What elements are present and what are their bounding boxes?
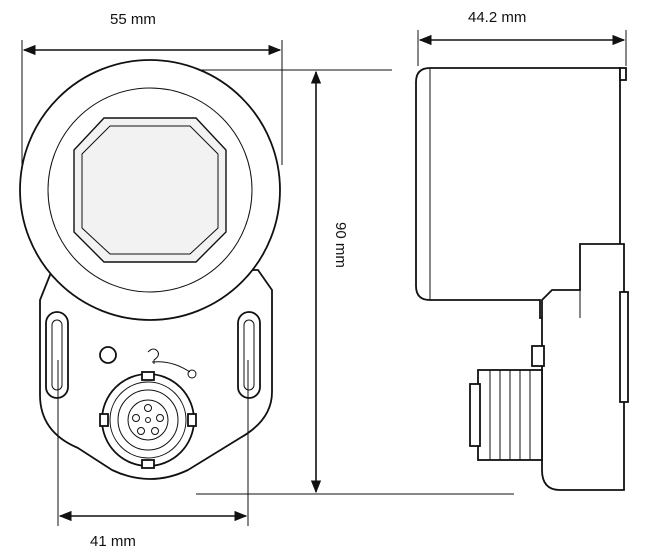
dim-height: 90 mm — [196, 69, 514, 495]
front-width-label: 55 mm — [110, 11, 156, 28]
connector-outer — [101, 373, 195, 467]
left-slot — [45, 311, 69, 399]
front-view — [19, 59, 281, 480]
side-lower-body — [541, 243, 625, 491]
dim-front-width: 55 mm — [21, 11, 283, 165]
adjust-arc-icon — [151, 361, 191, 373]
led-indicator — [99, 346, 117, 364]
front-ring-inner — [47, 87, 253, 293]
side-connector-ribs — [489, 370, 531, 460]
right-slot — [237, 311, 261, 399]
dim-side-depth: 44.2 mm — [417, 9, 627, 66]
dim-bottom-width: 41 mm — [57, 360, 249, 550]
bottom-width-label: 41 mm — [90, 533, 136, 550]
side-main-body — [415, 67, 621, 319]
side-depth-label: 44.2 mm — [468, 9, 526, 26]
connector-pins — [132, 404, 164, 435]
height-label: 90 mm — [332, 222, 349, 268]
front-lens — [73, 117, 227, 263]
side-view — [415, 67, 629, 491]
